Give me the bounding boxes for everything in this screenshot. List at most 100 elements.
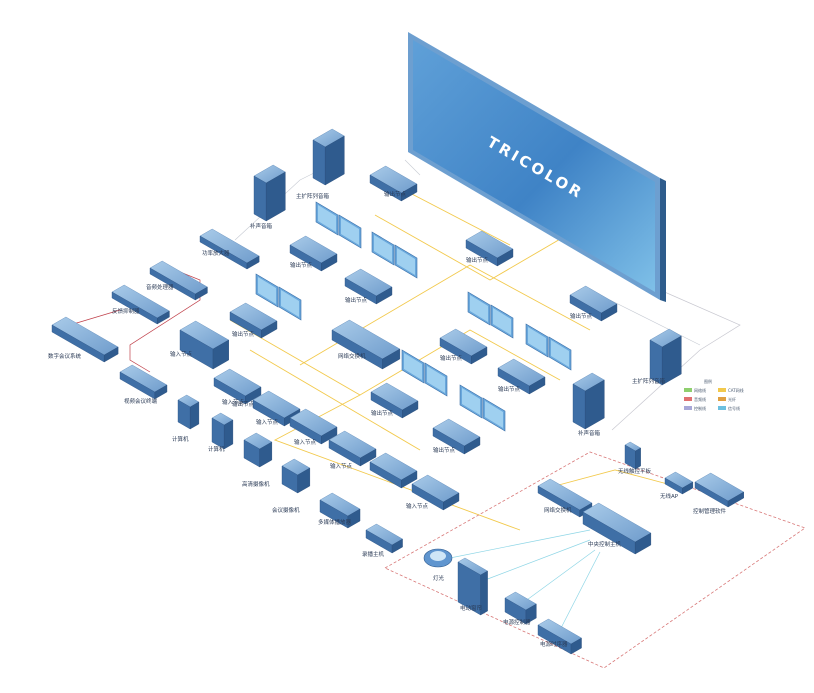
label-output-node-11: 输出节点 bbox=[232, 400, 255, 408]
label-lighting: 灯光 bbox=[433, 574, 445, 582]
connection-lines bbox=[59, 159, 701, 631]
label-curtain: 电动窗帘 bbox=[460, 604, 483, 612]
output-node-3 bbox=[344, 268, 393, 305]
connection-line bbox=[559, 551, 601, 631]
label-output-node-8: 输出节点 bbox=[371, 409, 394, 417]
computer-1 bbox=[177, 394, 200, 430]
legend-label: 信号线 bbox=[728, 405, 740, 411]
legend-title: 图例 bbox=[704, 378, 712, 384]
label-core-switch: 网络交换机 bbox=[338, 352, 366, 360]
label-wireless-mic: 视频会议终端 bbox=[124, 397, 158, 405]
core-network-switch bbox=[331, 319, 401, 370]
output-node-7 bbox=[497, 358, 546, 395]
conference-camera-2 bbox=[281, 458, 311, 494]
label-central-control: 中央控制主机 bbox=[588, 540, 622, 548]
label-input-node-1: 输入节点 bbox=[170, 350, 193, 358]
label-input-node-2: 输入节点 bbox=[222, 398, 245, 406]
touch-panel bbox=[624, 441, 642, 470]
curtain-motor bbox=[457, 557, 488, 616]
output-node-9 bbox=[432, 418, 481, 455]
label-sub-speaker-left: 补声音箱 bbox=[250, 222, 273, 230]
connection-line bbox=[484, 539, 591, 581]
label-recorder: 录播主机 bbox=[362, 550, 385, 558]
input-node-6 bbox=[411, 474, 460, 511]
legend-label: 控制线 bbox=[694, 405, 706, 411]
power-sequencer bbox=[537, 618, 582, 655]
label-feedback-suppressor: 反馈抑制器 bbox=[112, 307, 140, 315]
legend-item: 控制线 bbox=[684, 405, 706, 411]
computer-2 bbox=[211, 412, 234, 450]
legend-swatch bbox=[684, 406, 692, 410]
label-control-software: 控制管理软件 bbox=[693, 507, 727, 515]
label-output-node-4: 输出节点 bbox=[466, 256, 489, 264]
wireless-ap bbox=[664, 471, 694, 495]
label-wireless-ap: 无线AP bbox=[660, 492, 679, 500]
label-output-node-9: 输出节点 bbox=[433, 446, 456, 454]
monitor-pair-2 bbox=[371, 231, 418, 279]
main-speaker-array-right bbox=[649, 328, 682, 386]
label-output-node-6: 输出节点 bbox=[440, 354, 463, 362]
label-touch-panel: 无线触控平板 bbox=[618, 467, 652, 475]
hd-camera-1 bbox=[243, 432, 273, 468]
label-computer-2: 计算机 bbox=[208, 445, 225, 453]
legend-swatch bbox=[684, 397, 692, 401]
legend-swatch bbox=[718, 388, 726, 392]
label-main-matrix-right: 主扩阵列音箱 bbox=[632, 377, 666, 385]
label-output-node-5: 输出节点 bbox=[232, 330, 255, 338]
legend-item: 音频线 bbox=[684, 396, 706, 402]
output-node-2 bbox=[289, 235, 338, 272]
power-amplifier bbox=[199, 228, 260, 270]
label-audio-processor: 音频处理器 bbox=[146, 283, 174, 291]
label-camera-1: 高清摄像机 bbox=[242, 480, 270, 488]
legend-label: 光纤 bbox=[728, 396, 736, 402]
recorder-host bbox=[365, 523, 403, 554]
monitor-pair-5 bbox=[525, 323, 572, 371]
relay-controller bbox=[504, 591, 537, 625]
output-node-5 bbox=[229, 302, 278, 339]
matrix-stack bbox=[179, 320, 230, 370]
label-power-amp: 功率放大器 bbox=[202, 249, 230, 257]
label-computer-1: 计算机 bbox=[172, 435, 189, 443]
monitor-pair-4 bbox=[467, 291, 514, 339]
video-conference-terminal bbox=[119, 364, 168, 400]
label-camera-2: 会议摄像机 bbox=[272, 506, 300, 514]
legend-label: CAT网线 bbox=[728, 387, 744, 393]
label-output-node-3: 输出节点 bbox=[345, 296, 368, 304]
outer-boundary-line bbox=[611, 289, 741, 431]
legend-label: 网络线 bbox=[694, 387, 706, 393]
label-relay-box: 电源控制器 bbox=[503, 618, 531, 626]
connection-line bbox=[439, 529, 591, 561]
label-input-node-6: 输入节点 bbox=[406, 502, 429, 510]
central-control-host bbox=[582, 502, 652, 555]
label-sub-speaker-right: 补声音箱 bbox=[578, 429, 601, 437]
legend-item: CAT网线 bbox=[718, 387, 744, 393]
output-node-10 bbox=[569, 285, 618, 322]
label-input-node-4: 输入节点 bbox=[294, 438, 317, 446]
legend-swatch bbox=[718, 397, 726, 401]
control-software-laptop bbox=[694, 472, 745, 508]
media-player bbox=[319, 492, 361, 529]
output-node-6 bbox=[439, 328, 488, 365]
label-input-node-5: 输入节点 bbox=[330, 462, 353, 470]
legend-label: 音频线 bbox=[694, 396, 706, 402]
output-node-8 bbox=[370, 382, 419, 419]
monitor-pair-6 bbox=[401, 349, 448, 397]
connection-line bbox=[519, 549, 596, 606]
connection-line bbox=[404, 159, 421, 176]
input-node-1 bbox=[213, 368, 262, 405]
feedback-suppressor bbox=[111, 284, 170, 325]
main-speaker-array-top bbox=[312, 128, 345, 186]
connection-line bbox=[249, 349, 421, 451]
legend-item: 网络线 bbox=[684, 387, 706, 393]
sub-speaker-right bbox=[572, 372, 605, 430]
label-output-node-7: 输出节点 bbox=[498, 385, 521, 393]
legend-swatch bbox=[684, 388, 692, 392]
label-output-node-10: 输出节点 bbox=[570, 312, 593, 320]
legend-swatch bbox=[718, 406, 726, 410]
monitor-pair-7 bbox=[459, 384, 506, 432]
label-network-switch: 网络交换机 bbox=[544, 506, 572, 514]
input-node-4 bbox=[328, 430, 377, 467]
monitor-pair-1 bbox=[315, 201, 362, 249]
led-video-wall: TRICOLOR bbox=[408, 32, 666, 302]
